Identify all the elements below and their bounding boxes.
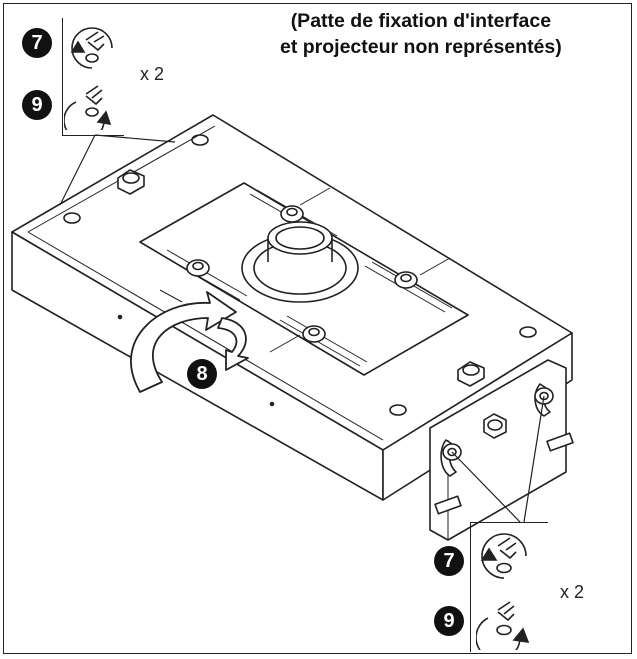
step-badge-bottom-loosen: 9 bbox=[434, 606, 464, 636]
wrench-tighten-icon bbox=[480, 533, 527, 579]
callout-box-top bbox=[62, 18, 124, 136]
step-badge-bottom-tighten: 7 bbox=[434, 546, 464, 576]
nut-plate-top bbox=[280, 205, 304, 223]
step-badge-top-loosen: 9 bbox=[22, 90, 52, 120]
nut-plate-right bbox=[394, 271, 418, 289]
callout-box-bottom bbox=[470, 522, 548, 652]
wrench-loosen-icon bbox=[64, 85, 112, 130]
bolt-bracket-center bbox=[483, 413, 507, 439]
rotate-arrow-large bbox=[130, 291, 237, 393]
quantity-label-bottom: x 2 bbox=[560, 582, 585, 602]
nut-plate-bottom bbox=[302, 325, 326, 343]
bolt-tray-back bbox=[117, 169, 145, 195]
bolt-tray-front bbox=[457, 361, 485, 387]
stud-bracket-right bbox=[546, 432, 574, 452]
nut-plate-left bbox=[186, 259, 210, 277]
note-line-1: (Patte de fixation d'interface bbox=[290, 10, 552, 32]
quantity-label-top: x 2 bbox=[140, 64, 165, 84]
step-badge-top-tighten: 7 bbox=[22, 28, 52, 58]
note-text: (Patte de fixation d'interface et projec… bbox=[280, 8, 562, 60]
rotate-arrow-small bbox=[217, 317, 249, 371]
diagram-frame bbox=[3, 3, 632, 654]
note-line-2: et projecteur non représentés) bbox=[280, 36, 562, 58]
wrench-tighten-icon bbox=[70, 27, 113, 69]
side-bracket bbox=[429, 359, 567, 541]
stud-bracket-left bbox=[434, 495, 462, 515]
callout-box-bottom-top-line bbox=[470, 522, 548, 523]
step-badge-rotate: 8 bbox=[187, 359, 217, 389]
wrench-loosen-icon bbox=[476, 601, 530, 650]
